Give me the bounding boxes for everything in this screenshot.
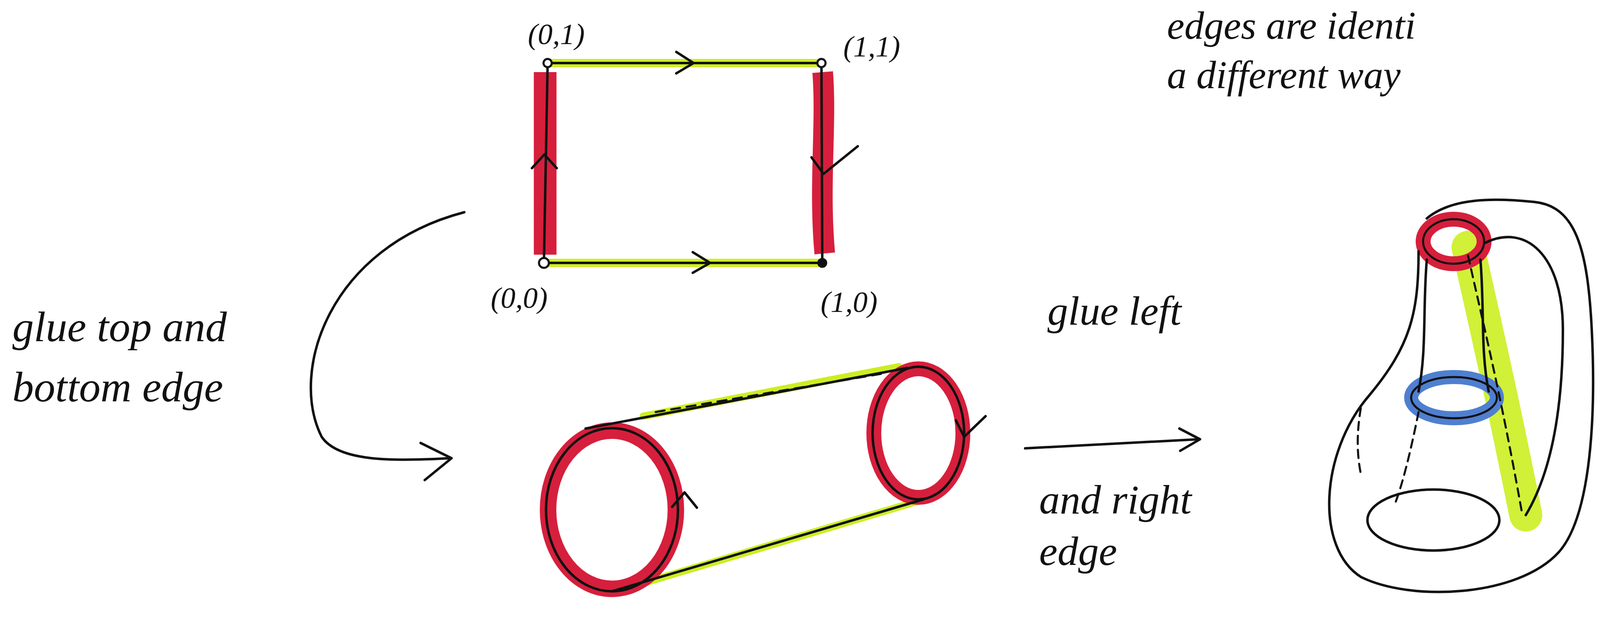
side-note: a different way xyxy=(1167,51,1596,99)
edge-arrow xyxy=(811,146,858,175)
handle-inner xyxy=(1484,237,1563,516)
curved-arrow xyxy=(310,212,465,461)
corner-label: (1,1) xyxy=(843,28,951,65)
glue-arrow xyxy=(1025,439,1199,449)
arrow-head xyxy=(420,443,452,481)
edge-arrow xyxy=(676,51,694,74)
left-circle-highlight xyxy=(548,430,676,590)
bottle-opening xyxy=(1367,489,1500,551)
corner-label: (1,0) xyxy=(820,284,928,320)
cylinder-end xyxy=(545,428,678,592)
neck-opening xyxy=(1423,219,1485,264)
corner-dot xyxy=(817,58,826,68)
side-note: edges are identi xyxy=(1167,2,1596,50)
top-seam-highlight xyxy=(643,367,899,417)
cylinder-side xyxy=(611,499,924,592)
seam-line xyxy=(655,373,887,413)
step-note: and right edge xyxy=(1039,474,1196,578)
cylinder-end xyxy=(872,367,965,500)
right-circle-highlight xyxy=(873,369,963,498)
circle-arrow xyxy=(955,416,986,438)
cylinder-side xyxy=(585,368,908,429)
corner-dot xyxy=(543,58,552,68)
corner-dot xyxy=(817,258,828,269)
edge-arrow xyxy=(692,252,711,273)
intersection-outline xyxy=(1411,377,1497,419)
step-note: glue left xyxy=(1047,284,1205,339)
circle-arrow xyxy=(672,492,697,509)
step-note: glue top and bottom edge xyxy=(12,296,244,417)
self-intersection-ring xyxy=(1411,377,1497,419)
neck-tube xyxy=(1418,259,1427,392)
arrow-head xyxy=(1179,428,1200,452)
hidden-line xyxy=(1357,408,1362,475)
corner-label: (0,0) xyxy=(490,280,598,316)
edge-arrow xyxy=(531,154,557,169)
corner-label: (0,1) xyxy=(527,16,636,52)
bottle-outline xyxy=(1329,200,1593,593)
seam-line xyxy=(1468,255,1522,512)
square xyxy=(543,63,823,264)
neck-ring xyxy=(1423,219,1485,264)
corner-dot xyxy=(538,258,549,269)
